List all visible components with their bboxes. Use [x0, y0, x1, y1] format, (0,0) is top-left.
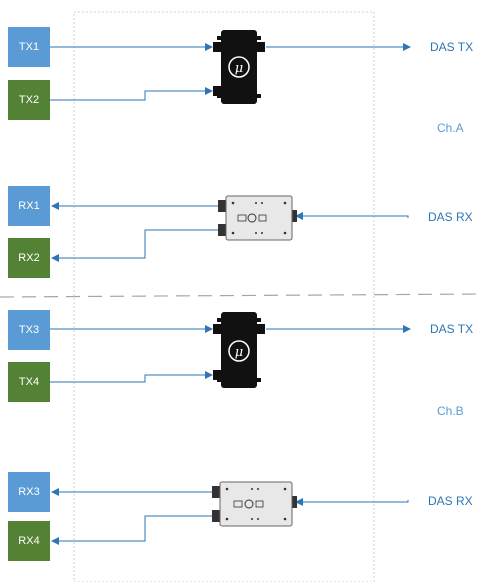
rx4-signal-line	[51, 515, 218, 545]
rx2-signal-line	[51, 229, 224, 262]
das-rx-a-signal-line	[295, 212, 409, 220]
combiner-b-icon: μ	[213, 312, 265, 388]
channel-separator	[0, 293, 484, 298]
tx3-port-box: TX3	[8, 310, 50, 350]
combiner-b-logo: μ	[235, 345, 243, 360]
das-rx-a-label: DAS RX	[428, 210, 473, 224]
equipment-enclosure	[73, 11, 375, 582]
rx2-port-box: RX2	[8, 238, 50, 278]
tx4-port-box: TX4	[8, 362, 50, 402]
rx1-port-box: RX1	[8, 186, 50, 226]
channel-a-label: Ch.A	[437, 121, 464, 135]
das-tx-b-label: DAS TX	[430, 322, 474, 336]
combiner-a-icon: μ	[213, 30, 265, 104]
combiner-a-logo: μ	[235, 61, 243, 76]
rx3-port-box: RX3	[8, 472, 50, 512]
das-rx-b-label: DAS RX	[428, 494, 473, 508]
rx4-port-box: RX4	[8, 521, 50, 561]
tx1-port-box: TX1	[8, 27, 50, 67]
splitter-a-icon	[218, 195, 297, 241]
das-tx-a-label: DAS TX	[430, 40, 474, 54]
splitter-b-icon	[212, 481, 297, 527]
channel-b-label: Ch.B	[437, 404, 464, 418]
das-rx-b-signal-line	[295, 498, 409, 506]
tx2-signal-line	[50, 87, 213, 101]
tx4-signal-line	[50, 371, 213, 383]
tx2-port-box: TX2	[8, 80, 50, 120]
